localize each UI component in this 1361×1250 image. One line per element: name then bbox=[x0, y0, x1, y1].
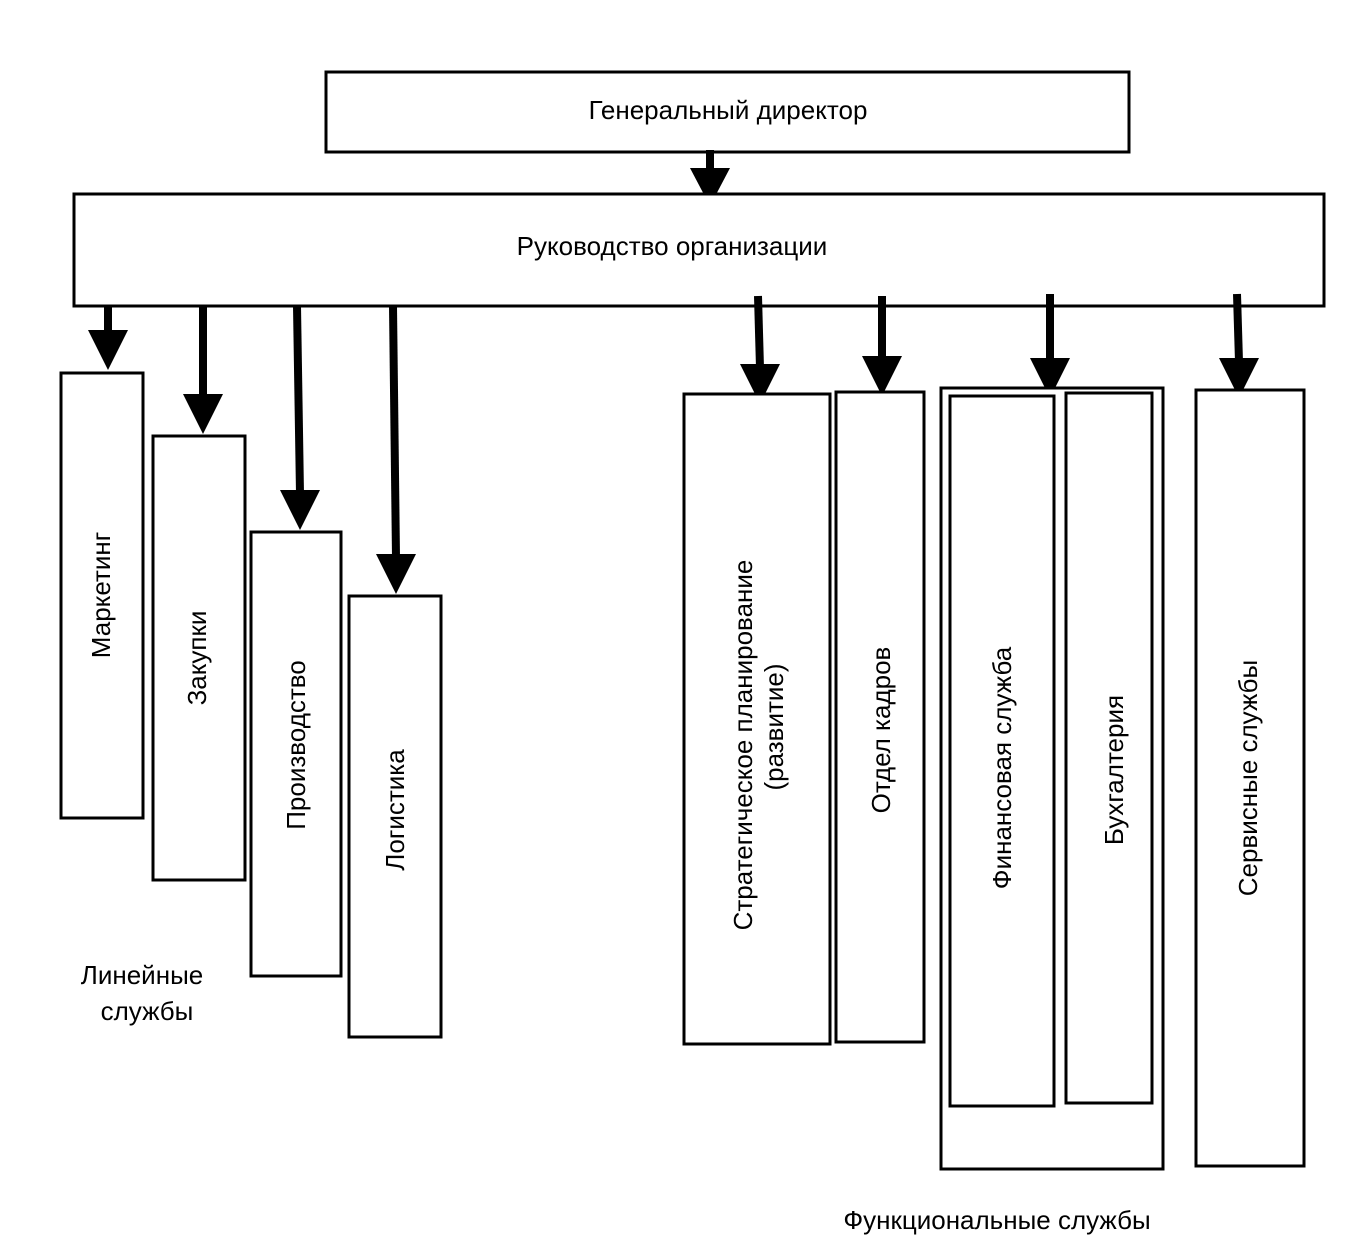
unit-box-service bbox=[1194, 388, 1306, 1168]
unit-box-finance bbox=[948, 394, 1056, 1108]
unit-box-purchasing bbox=[151, 434, 247, 882]
arrow-down-icon bbox=[690, 168, 730, 206]
arrow-down-icon bbox=[376, 554, 416, 594]
unit-box-marketing bbox=[59, 371, 145, 820]
arrow-down-icon bbox=[280, 490, 320, 530]
connector-production bbox=[293, 305, 304, 495]
unit-label-logistics: Логистика bbox=[380, 749, 410, 871]
unit-label-marketing: Маркетинг bbox=[86, 532, 116, 658]
unit-box-production bbox=[249, 530, 343, 978]
unit-label-strategic-line1: Стратегическое планирование bbox=[728, 560, 758, 931]
unit-label-finance: Финансовая служба bbox=[987, 646, 1017, 889]
connector-strategic bbox=[754, 295, 764, 369]
unit-label-strategic-line2: (развитие) bbox=[759, 663, 789, 790]
arrow-down-icon bbox=[88, 330, 128, 370]
unit-box-hr bbox=[834, 390, 926, 1044]
management-box bbox=[72, 192, 1326, 308]
director-label: Генеральный директор bbox=[589, 95, 868, 125]
unit-label-hr: Отдел кадров bbox=[866, 647, 896, 814]
arrow-down-icon bbox=[183, 394, 223, 434]
caption-functional-services: Функциональные службы bbox=[843, 1205, 1150, 1235]
connector-service bbox=[1233, 293, 1243, 363]
unit-box-accounting bbox=[1064, 391, 1154, 1105]
connector-logistics bbox=[389, 305, 400, 559]
arrow-down-icon bbox=[862, 356, 902, 396]
unit-label-accounting: Бухгалтерия bbox=[1099, 695, 1129, 845]
unit-label-service: Сервисные службы bbox=[1233, 660, 1263, 897]
unit-label-purchasing: Закупки bbox=[182, 611, 212, 706]
arrow-down-icon bbox=[1219, 358, 1259, 398]
unit-label-production: Производство bbox=[281, 660, 311, 830]
unit-box-logistics bbox=[347, 594, 443, 1039]
arrow-down-icon bbox=[1030, 358, 1070, 398]
management-label: Руководство организации bbox=[517, 231, 828, 261]
arrow-down-icon bbox=[740, 364, 780, 404]
caption-line-services-1: Линейные bbox=[81, 960, 203, 990]
unit-box-strategic bbox=[682, 392, 832, 1046]
director-box bbox=[324, 70, 1131, 154]
caption-line-services-2: службы bbox=[101, 996, 194, 1026]
